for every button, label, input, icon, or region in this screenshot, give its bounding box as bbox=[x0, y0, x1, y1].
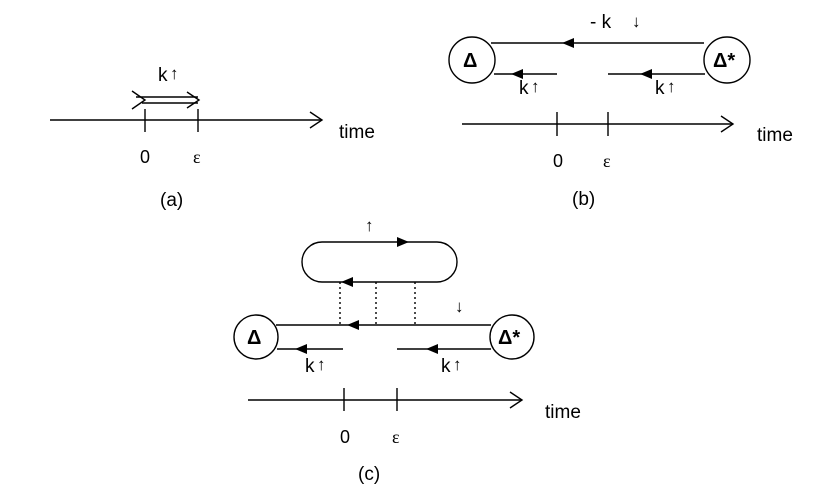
delta-left-vertex bbox=[448, 36, 496, 84]
spin-down-symbol: ↓ bbox=[632, 12, 641, 31]
lower-left-arrow bbox=[511, 69, 523, 79]
delta-left-label: Δ bbox=[463, 50, 477, 72]
k-right-label: k bbox=[441, 356, 451, 377]
delta-right-label: Δ* bbox=[713, 50, 735, 72]
delta-left-vertex bbox=[233, 314, 279, 360]
spin-up-symbol: ↑ bbox=[170, 64, 179, 83]
time-label: time bbox=[339, 122, 375, 143]
loop-bottom-arrow bbox=[341, 277, 353, 287]
main-propagator-arrow bbox=[347, 320, 359, 330]
tick-zero-label: 0 bbox=[140, 147, 150, 167]
top-propagator-arrow bbox=[562, 38, 574, 48]
panel-b: - k ↓ Δ Δ* k ↑ k ↑ time 0 ε (b) bbox=[448, 12, 793, 210]
lower-right-arrow bbox=[426, 344, 438, 354]
k-line-arrowhead bbox=[186, 91, 201, 109]
time-label: time bbox=[545, 402, 581, 423]
k-right-label: k bbox=[655, 78, 665, 99]
panel-c: ↑ ↓ Δ Δ* k ↑ k ↑ time 0 ε (c) bbox=[233, 216, 581, 485]
delta-left-label: Δ bbox=[247, 327, 261, 349]
time-axis-arrowhead bbox=[509, 391, 524, 409]
tick-eps-label: ε bbox=[392, 427, 400, 447]
time-axis-arrowhead bbox=[720, 115, 735, 133]
tick-eps-label: ε bbox=[193, 147, 201, 167]
k-left-label: k bbox=[305, 356, 315, 377]
top-label: - k bbox=[590, 12, 612, 33]
caption-b: (b) bbox=[572, 189, 595, 210]
time-label: time bbox=[757, 125, 793, 146]
caption-a: (a) bbox=[160, 190, 183, 211]
k-line-tail bbox=[131, 90, 147, 110]
delta-right-vertex bbox=[489, 314, 535, 360]
delta-right-label: Δ* bbox=[498, 327, 520, 349]
k-left-spin: ↑ bbox=[531, 77, 540, 96]
k-right-spin: ↑ bbox=[453, 355, 462, 374]
loop-top-arrow bbox=[397, 237, 409, 247]
tick-eps-label: ε bbox=[603, 151, 611, 171]
lower-left-arrow bbox=[295, 344, 307, 354]
tick-zero-label: 0 bbox=[553, 151, 563, 171]
k-label: k bbox=[158, 65, 168, 86]
delta-right-vertex bbox=[703, 36, 751, 84]
k-left-label: k bbox=[519, 78, 529, 99]
k-right-spin: ↑ bbox=[667, 77, 676, 96]
lower-right-arrow bbox=[640, 69, 652, 79]
loop-spin-symbol: ↑ bbox=[365, 216, 374, 235]
tick-zero-label: 0 bbox=[340, 427, 350, 447]
line-spin-symbol: ↓ bbox=[455, 297, 464, 316]
time-axis-arrowhead bbox=[309, 111, 324, 129]
caption-c: (c) bbox=[358, 464, 380, 485]
k-left-spin: ↑ bbox=[317, 355, 326, 374]
panel-a: k ↑ time 0 ε (a) bbox=[50, 64, 375, 211]
closed-loop bbox=[301, 241, 458, 283]
